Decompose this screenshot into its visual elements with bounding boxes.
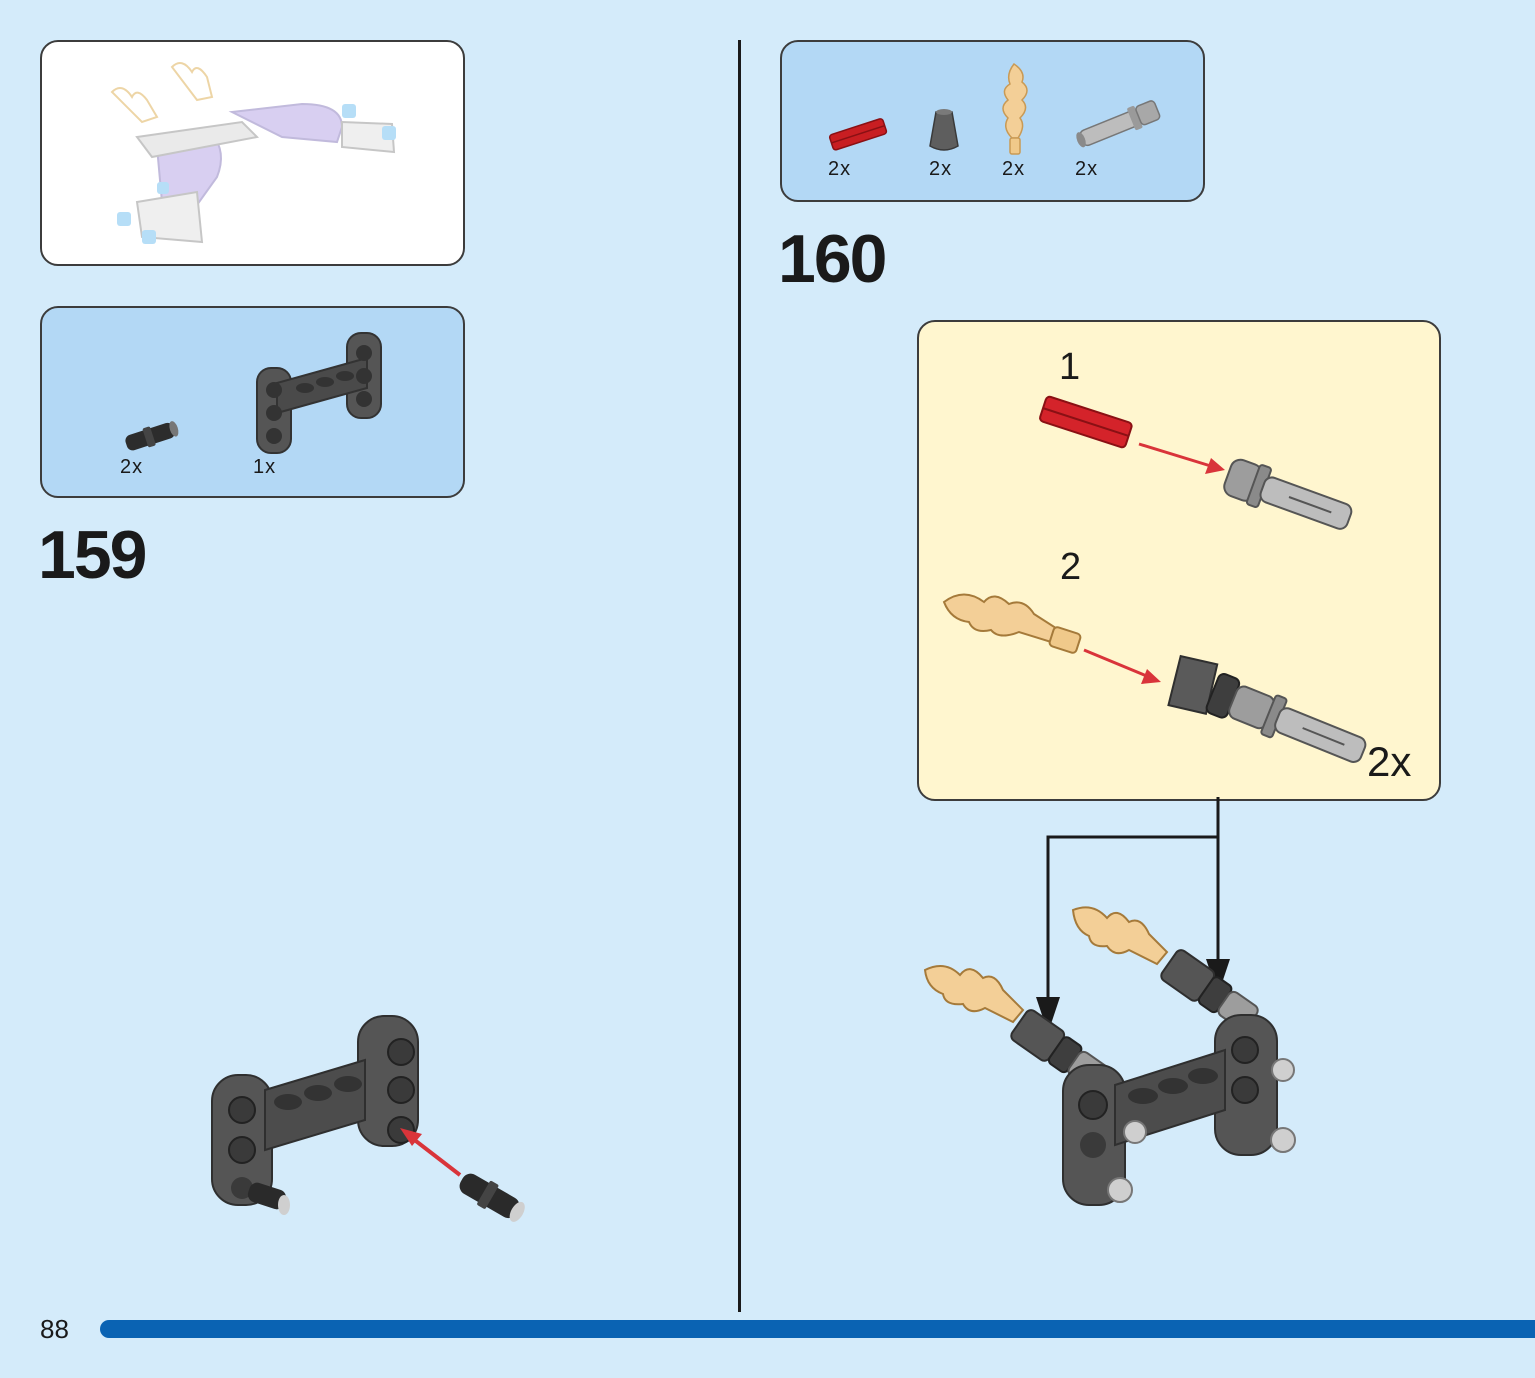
part-qty-pin-axle: 2x [1075, 158, 1099, 180]
red-axle-icon [828, 118, 888, 151]
parts-list-panel-160: 2x 2x 2x 2x [780, 40, 1205, 202]
pin-axle-icon [1076, 100, 1161, 148]
sub-assembly-multiplier: 2x [1367, 738, 1412, 785]
page-divider [738, 40, 741, 1312]
part-qty-cone: 2x [929, 158, 953, 180]
beam-frame-icon [256, 332, 382, 454]
faded-model-preview [110, 62, 396, 244]
part-qty-red-axle: 2x [828, 158, 852, 180]
step-160-assembly-illustration [923, 906, 1296, 1206]
sub-assembly-connector-lines [1036, 797, 1230, 1033]
part-qty-connector-pin: 2x [120, 456, 144, 478]
cone-icon [929, 109, 959, 151]
part-qty-beam-frame: 1x [253, 456, 277, 478]
step-number-160: 160 [778, 221, 887, 297]
sub-assembly-panel: 1 2 2x [917, 320, 1441, 801]
sub-assembly-illustration [942, 395, 1367, 763]
connector-pin-icon [125, 421, 179, 451]
page-footer-bar [100, 1320, 1535, 1338]
flame-icon [1002, 62, 1028, 155]
sub-step-number-1: 1 [1059, 346, 1081, 388]
step-159-assembly-illustration [211, 1015, 525, 1222]
sub-step-number-2: 2 [1060, 546, 1082, 588]
page-number: 88 [40, 1314, 69, 1344]
parts-list-panel-159: 2x 1x [40, 306, 465, 498]
step-number-159: 159 [38, 517, 147, 593]
part-qty-flame: 2x [1002, 158, 1026, 180]
model-preview-panel [40, 40, 465, 266]
